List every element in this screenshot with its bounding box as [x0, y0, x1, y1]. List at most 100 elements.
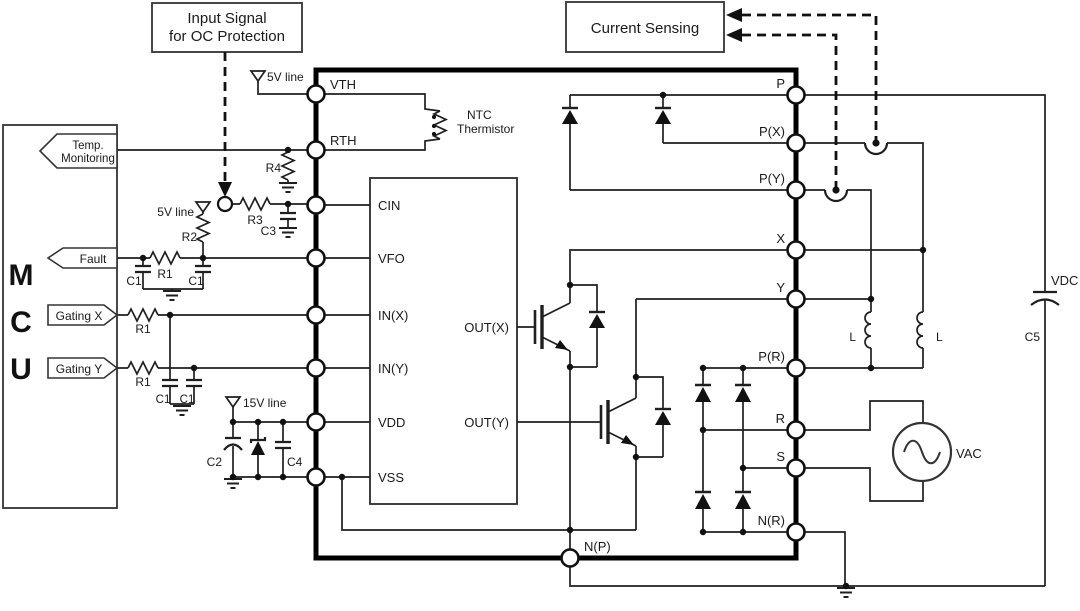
current-sensor-y — [823, 189, 849, 203]
arrowhead-sense-x-icon — [726, 8, 742, 22]
mcu-signal-tags — [38, 133, 119, 379]
part-label-c4: C4 — [287, 455, 303, 469]
pin-r — [786, 420, 806, 440]
pin-x — [786, 240, 806, 260]
rail-label-5v-vth: 5V line — [267, 70, 304, 84]
ground-fault-icon — [163, 290, 181, 301]
resistor-r1-gating-y — [127, 360, 159, 376]
pin-label-n-p: N(P) — [584, 539, 611, 554]
tag-gating-y — [47, 357, 119, 379]
pin-in-y — [306, 358, 326, 378]
part-label-r1-gating-x: R1 — [135, 322, 151, 336]
arrowhead-sense-y-icon — [726, 28, 742, 42]
part-label-r3: R3 — [247, 213, 263, 227]
gate-driver-block — [369, 177, 518, 505]
pin-label-vss: VSS — [378, 470, 404, 485]
bridge-diode-s-bottom — [735, 494, 751, 509]
capacitor-c2 — [223, 436, 243, 451]
part-label-c1-gating-right: C1 — [180, 394, 195, 406]
pin-label-p-y: P(Y) — [759, 171, 785, 186]
inductor-l-x — [916, 311, 924, 349]
pin-p-x — [786, 133, 806, 153]
tag-label-gating-y: Gating Y — [56, 362, 102, 376]
pin-label-vdd: VDD — [378, 415, 405, 430]
part-label-r1-fault: R1 — [157, 267, 173, 281]
inductor-l-y — [864, 311, 872, 349]
pin-vth — [306, 84, 326, 104]
resistor-r1-fault — [149, 250, 181, 266]
ground-r4-icon — [279, 182, 297, 193]
wire-ntc-loop — [316, 93, 441, 151]
capacitor-c1-gating-right — [186, 378, 202, 388]
pin-vdd — [306, 412, 326, 432]
pin-label-out-x: OUT(X) — [464, 320, 509, 335]
pin-label-cin: CIN — [378, 198, 400, 213]
module-pins — [216, 84, 806, 568]
wire-mcu-signals — [117, 149, 316, 369]
part-label-c1-fault-right: C1 — [188, 274, 204, 288]
capacitor-c5 — [1030, 290, 1060, 306]
pin-label-y: Y — [776, 280, 785, 295]
part-label-c1-gating-left: C1 — [156, 394, 171, 406]
rail-5v-r2-icon — [194, 201, 212, 214]
pin-p-r — [786, 358, 806, 378]
part-label-l-left: L — [849, 330, 856, 344]
junction-dots — [139, 91, 927, 590]
pin-label-p-x: P(X) — [759, 124, 785, 139]
ground-vdd-icon — [224, 478, 242, 489]
diode-freewheel-x — [589, 314, 605, 328]
tag-label-temp-line1: Temp. — [72, 140, 103, 152]
oc-box-title-line1: Input Signal — [187, 10, 266, 27]
diode-boost-y — [562, 110, 578, 124]
pin-label-p: P — [776, 76, 785, 91]
part-label-r1-gating-y: R1 — [135, 375, 151, 389]
diodes — [562, 106, 751, 509]
oc-input-terminal — [216, 195, 234, 213]
wire-igbt-x — [517, 249, 923, 530]
pin-n-r — [786, 522, 806, 542]
diode-bars — [562, 106, 751, 494]
tag-label-temp-line2: Monitoring — [61, 153, 115, 165]
wire-igbt-y — [517, 298, 871, 530]
rail-label-5v-r2: 5V line — [157, 205, 194, 219]
part-label-c1-fault-left: C1 — [126, 274, 142, 288]
pin-vfo — [306, 248, 326, 268]
capacitor-c1-gating-left — [162, 378, 178, 388]
igbt-y-emitter-arrow-icon — [621, 435, 634, 445]
pin-n-p — [560, 548, 580, 568]
pin-rth — [306, 140, 326, 160]
capacitors — [135, 211, 1060, 451]
pin-label-vth: VTH — [330, 77, 356, 92]
part-label-vac: VAC — [956, 446, 982, 461]
labels: Input Signal for OC Protection Current S… — [9, 10, 1079, 554]
ground-dc-bus-icon — [837, 587, 855, 598]
bridge-diode-r-bottom — [695, 494, 711, 509]
part-label-l-right: L — [936, 330, 943, 344]
diode-freewheel-y — [655, 411, 671, 425]
pin-p — [786, 85, 806, 105]
pin-y — [786, 289, 806, 309]
part-label-r4: R4 — [266, 161, 282, 175]
capacitor-c4 — [275, 440, 291, 450]
rail-5v-vth-icon — [249, 70, 267, 83]
dashed-sense-y — [742, 33, 838, 187]
part-label-vdc: VDC — [1051, 273, 1078, 288]
dashed-sense-x — [742, 13, 878, 140]
diode-triangles — [562, 110, 751, 509]
tag-fault — [46, 247, 118, 269]
part-label-c3: C3 — [261, 224, 277, 238]
pin-p-y — [786, 180, 806, 200]
current-sensing-box — [565, 1, 725, 53]
igbts — [533, 305, 610, 444]
wire-driver-pins — [316, 204, 636, 531]
mcu-letter-u: U — [10, 353, 32, 386]
part-label-ntc-line1: NTC — [467, 108, 492, 122]
tag-temp-monitoring — [38, 133, 118, 169]
oc-box-title-line2: for OC Protection — [169, 28, 285, 45]
arrowhead-oc-icon — [218, 182, 232, 197]
rail-15v-icon — [224, 396, 242, 409]
pin-cin — [306, 195, 326, 215]
pin-label-in-y: IN(Y) — [378, 361, 408, 376]
